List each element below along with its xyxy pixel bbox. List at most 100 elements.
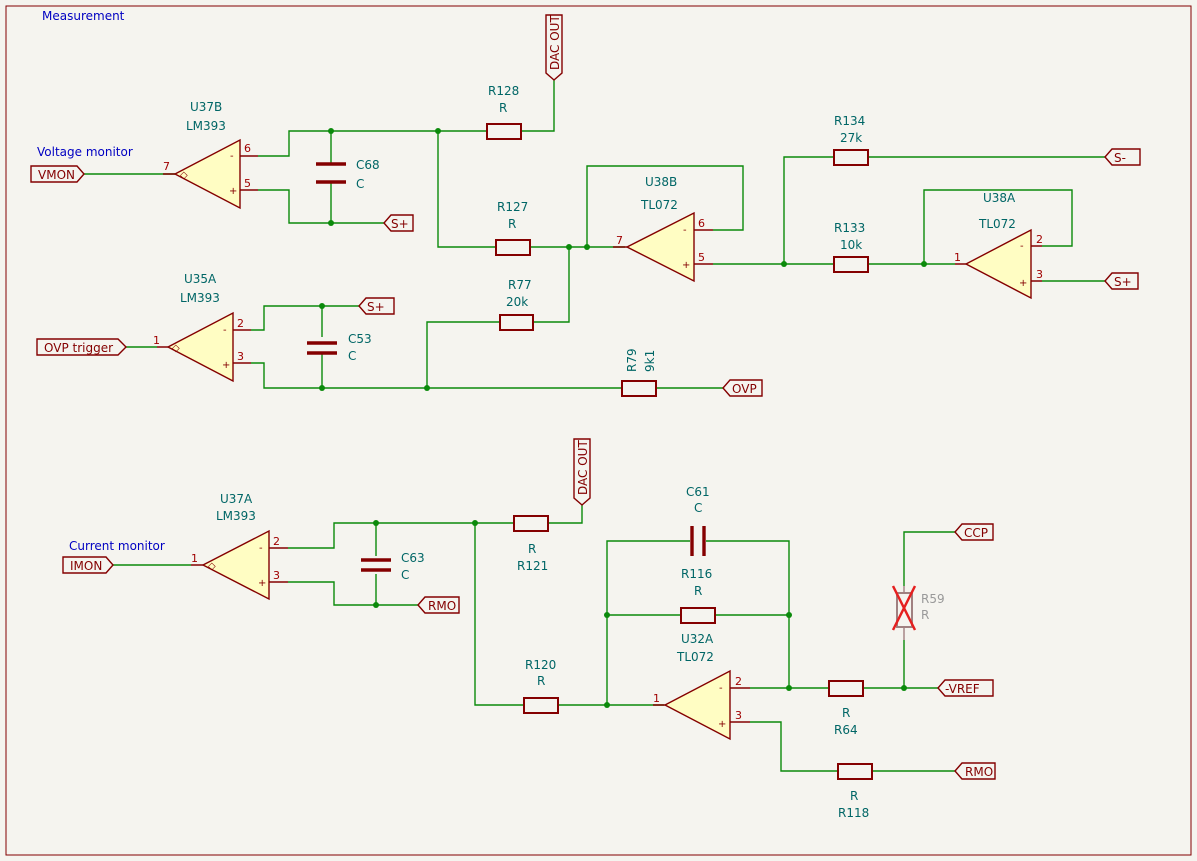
svg-text:R118: R118 xyxy=(838,806,869,820)
net-label-imon[interactable]: IMON xyxy=(62,556,114,574)
comparator-u37b[interactable]: - + ◇ 7 6 5 U37B LM393 xyxy=(163,100,258,210)
svg-text:R116: R116 xyxy=(681,567,712,581)
svg-text:VMON: VMON xyxy=(38,168,75,182)
net-label-dac-out-bottom[interactable]: DAC OUT xyxy=(573,438,591,506)
resistor-r79[interactable]: R79 9k1 xyxy=(621,348,657,397)
net-label-dac-out-top[interactable]: DAC OUT xyxy=(545,14,563,81)
svg-text:C63: C63 xyxy=(401,551,425,565)
svg-text:R133: R133 xyxy=(834,221,865,235)
svg-text:-: - xyxy=(719,683,723,694)
svg-text:U38A: U38A xyxy=(983,191,1016,205)
resistor-r77[interactable]: R77 20k xyxy=(499,278,534,331)
resistor-r134[interactable]: R134 27k xyxy=(833,114,869,166)
svg-text:+: + xyxy=(718,719,726,730)
svg-text:U37A: U37A xyxy=(220,492,253,506)
svg-text:5: 5 xyxy=(698,251,705,264)
resistor-r64[interactable]: R R64 xyxy=(828,680,864,737)
capacitor-c53[interactable]: C53 C xyxy=(307,332,372,363)
svg-text:C68: C68 xyxy=(356,158,380,172)
svg-text:C: C xyxy=(694,501,702,515)
svg-text:1: 1 xyxy=(653,692,660,705)
svg-text:1: 1 xyxy=(153,334,160,347)
sheet-title: Measurement xyxy=(42,9,125,23)
resistor-r120[interactable]: R120 R xyxy=(523,658,559,714)
resistor-r116[interactable]: R116 R xyxy=(680,567,716,624)
net-label-vmon[interactable]: VMON xyxy=(30,165,85,183)
svg-text:2: 2 xyxy=(273,535,280,548)
svg-text:R: R xyxy=(842,706,850,720)
svg-text:+: + xyxy=(682,260,690,271)
resistor-r118[interactable]: R R118 xyxy=(837,763,873,820)
resistor-r128[interactable]: R128 R xyxy=(486,84,522,140)
net-label-s-plus-2[interactable]: S+ xyxy=(358,297,395,315)
comparator-u37a[interactable]: - + ◇ 1 2 3 U37A LM393 xyxy=(191,492,288,601)
net-label-s-plus-1[interactable]: S+ xyxy=(383,214,414,232)
net-label-s-minus[interactable]: S- xyxy=(1104,148,1141,166)
svg-text:IMON: IMON xyxy=(70,559,102,573)
resistor-r133[interactable]: R133 10k xyxy=(833,221,869,273)
svg-text:LM393: LM393 xyxy=(186,119,226,133)
net-label-rmo-1[interactable]: RMO xyxy=(417,596,460,614)
svg-text:R: R xyxy=(921,608,929,622)
svg-text:-: - xyxy=(1020,241,1024,252)
svg-text:C: C xyxy=(348,349,356,363)
net-label-ovp-trigger[interactable]: OVP trigger xyxy=(36,338,127,356)
opamp-u38a[interactable]: - + 1 2 3 U38A TL072 xyxy=(954,191,1043,300)
svg-text:RMO: RMO xyxy=(965,765,993,779)
capacitor-c68[interactable]: C68 C xyxy=(316,158,380,191)
net-label-ccp[interactable]: CCP xyxy=(954,523,994,541)
net-label-s-plus-3[interactable]: S+ xyxy=(1104,272,1139,290)
svg-text:R128: R128 xyxy=(488,84,519,98)
svg-text:U35A: U35A xyxy=(184,272,217,286)
svg-text:R127: R127 xyxy=(497,200,528,214)
svg-text:2: 2 xyxy=(1036,233,1043,246)
svg-text:1: 1 xyxy=(954,251,961,264)
svg-text:DAC OUT: DAC OUT xyxy=(548,15,562,70)
svg-text:C53: C53 xyxy=(348,332,372,346)
dnp-cross-icon xyxy=(891,585,917,631)
net-label-ovp[interactable]: OVP xyxy=(722,379,763,397)
resistor-r59-dnp[interactable]: R59 R xyxy=(891,585,945,640)
svg-text:R121: R121 xyxy=(517,559,548,573)
svg-text:7: 7 xyxy=(616,234,623,247)
comparator-u35a[interactable]: - + ◇ 1 2 3 U35A LM393 xyxy=(153,272,251,383)
resistor-r127[interactable]: R127 R xyxy=(495,200,531,256)
net-label-vref[interactable]: -VREF xyxy=(937,679,994,697)
svg-text:TL072: TL072 xyxy=(676,650,714,664)
svg-text:R79: R79 xyxy=(625,348,639,372)
svg-text:OVP trigger: OVP trigger xyxy=(44,341,113,355)
svg-text:27k: 27k xyxy=(840,131,862,145)
svg-text:3: 3 xyxy=(735,709,742,722)
svg-text:R64: R64 xyxy=(834,723,858,737)
svg-text:2: 2 xyxy=(237,317,244,330)
opamp-u38b[interactable]: - + 7 6 5 U38B TL072 xyxy=(613,175,713,283)
svg-text:C61: C61 xyxy=(686,485,710,499)
net-label-rmo-2[interactable]: RMO xyxy=(954,762,996,780)
svg-text:◇: ◇ xyxy=(180,170,188,181)
svg-text:RMO: RMO xyxy=(428,599,456,613)
svg-text:C: C xyxy=(401,568,409,582)
svg-text:R: R xyxy=(528,542,536,556)
svg-text:-: - xyxy=(259,543,263,554)
svg-text:2: 2 xyxy=(735,675,742,688)
svg-text:C: C xyxy=(356,177,364,191)
opamp-u32a[interactable]: - + 1 2 3 U32A TL072 xyxy=(653,632,750,741)
svg-text:-: - xyxy=(683,225,687,236)
svg-text:7: 7 xyxy=(163,160,170,173)
svg-text:U32A: U32A xyxy=(681,632,714,646)
svg-text:◇: ◇ xyxy=(208,561,216,572)
svg-text:S+: S+ xyxy=(1114,275,1132,289)
capacitor-c61[interactable]: C61 C xyxy=(686,485,710,556)
svg-text:TL072: TL072 xyxy=(978,217,1016,231)
resistor-r121[interactable]: R R121 xyxy=(513,515,549,573)
svg-text:OVP: OVP xyxy=(732,382,757,396)
svg-text:3: 3 xyxy=(273,569,280,582)
svg-text:6: 6 xyxy=(698,217,705,230)
svg-text:LM393: LM393 xyxy=(216,509,256,523)
capacitor-c63[interactable]: C63 C xyxy=(361,551,425,582)
svg-text:S+: S+ xyxy=(367,300,385,314)
svg-text:R120: R120 xyxy=(525,658,556,672)
svg-text:9k1: 9k1 xyxy=(643,350,657,372)
